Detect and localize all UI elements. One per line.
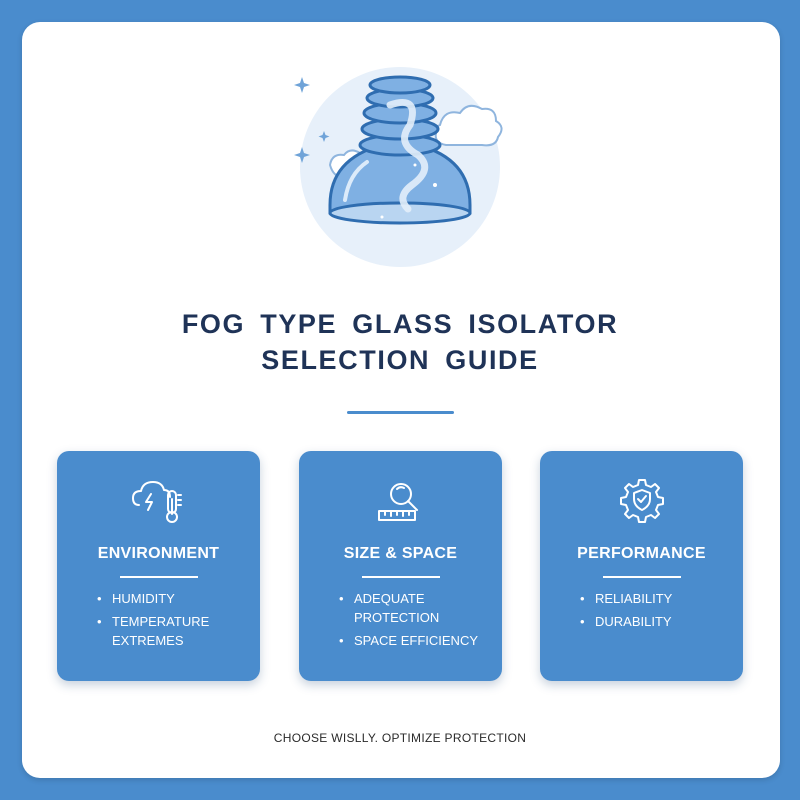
weather-thermometer-icon (131, 481, 182, 523)
list-item: DURABILITY (540, 612, 743, 631)
magnifier-ruler-icon (377, 483, 418, 521)
title-line-2: SELECTION GUIDE (261, 345, 539, 375)
panel-divider (361, 576, 440, 578)
panel-title: PERFORMANCE (577, 545, 706, 562)
panel-divider (602, 576, 681, 578)
gear-shield-icon (619, 479, 664, 523)
panel-title: SIZE & SPACE (343, 545, 458, 562)
panel-divider (119, 576, 198, 578)
glass-isolator-icon (294, 67, 503, 267)
panel-size-space: SIZE & SPACE ADEQUATE PROTECTION SPACE E… (299, 451, 502, 681)
panel-performance: PERFORMANCE RELIABILITY DURABILITY (540, 451, 743, 681)
footer-tagline: CHOOSE WISLLY. OPTIMIZE PROTECTION (273, 731, 527, 745)
panel-title: ENVIRONMENT (97, 545, 220, 562)
panel-list: ADEQUATE PROTECTION SPACE EFFICIENCY (299, 589, 502, 654)
panel-environment: ENVIRONMENT HUMIDITY TEMPERATURE EXTREME… (57, 451, 260, 681)
panel-list: RELIABILITY DURABILITY (540, 589, 743, 635)
list-item: ADEQUATE PROTECTION (299, 589, 502, 627)
page-title: FOG TYPE GLASS ISOLATOR SELECTION GUIDE (0, 306, 800, 378)
panel-list: HUMIDITY TEMPERATURE EXTREMES (57, 589, 260, 654)
title-line-1: FOG TYPE GLASS ISOLATOR (181, 309, 619, 339)
list-item: RELIABILITY (540, 589, 743, 608)
list-item: TEMPERATURE EXTREMES (57, 612, 260, 650)
list-item: HUMIDITY (57, 589, 260, 608)
list-item: SPACE EFFICIENCY (299, 631, 502, 650)
title-divider (347, 411, 454, 414)
